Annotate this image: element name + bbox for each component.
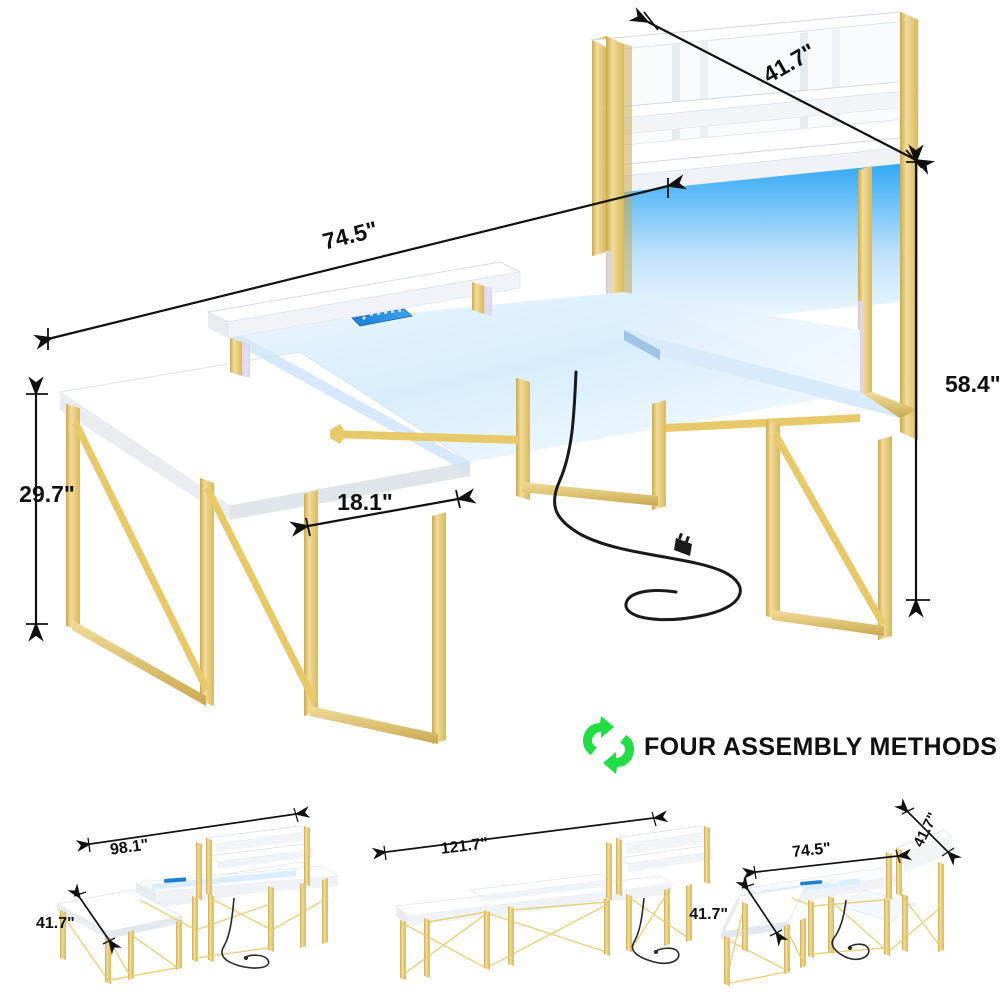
dimtick-hutch-left: [643, 11, 659, 31]
dimline-hutch-width: [628, 7, 936, 175]
left-return-left-edge: [60, 392, 230, 520]
v1-riser-left: [143, 879, 152, 885]
main-product-render: 41.7" 74.5" 58.4" 29.7" 18.1": [19, 7, 1000, 744]
riser-leg-right: [472, 282, 484, 314]
v2-dimension-lines: [371, 810, 669, 861]
v3-power-cord: [831, 899, 870, 961]
v1-hutch-post-right: [304, 826, 310, 886]
brace-right-a: [772, 432, 886, 626]
recycle-arrows-icon: [583, 716, 634, 774]
v2-hutch-post-rear: [606, 842, 612, 900]
dimtick-rd-left: [305, 517, 311, 537]
v3-hutch-post-right: [938, 862, 944, 908]
dimline-return-depth: [289, 488, 477, 537]
v1-power-outlet[interactable]: [164, 877, 187, 883]
v2-dimension-label-length: 121.7": [440, 835, 489, 858]
v2-legs: [400, 884, 692, 980]
dimension-label-return-height: 29.7": [19, 481, 75, 507]
v1-dimension-lines: [67, 806, 311, 955]
assembly-variant-1: 98.1" 41.7": [36, 806, 340, 984]
v2-hutch-post-left: [616, 838, 622, 896]
v1-desk-side: [136, 882, 156, 902]
v2-desk-side: [396, 906, 408, 926]
hutch-frame-bottom-rail: [858, 392, 918, 418]
dimtick-rd-right: [455, 489, 461, 509]
v1-hutch-post-left: [206, 838, 212, 896]
v1-hutch-post-rear: [196, 842, 202, 900]
v1-led-glow: [152, 870, 296, 890]
leg-left-front: [200, 478, 214, 706]
v3-legs: [724, 894, 944, 986]
assembly-variant-2: 121.7": [371, 810, 713, 980]
brace-left-a: [72, 420, 210, 692]
v1-dimension-label-depth: 41.7": [36, 915, 75, 932]
hutch-post-left-rear: [592, 36, 606, 256]
v3-braces: [725, 897, 941, 985]
dimline-desk-length: [33, 174, 687, 350]
rail-center-bottom: [522, 482, 658, 506]
riser-leg-left: [230, 338, 242, 376]
brace-mid-a: [204, 486, 318, 704]
v3-plug-icon: [848, 946, 852, 950]
dimension-label-return-depth: 18.1": [337, 489, 393, 515]
v3-dimension-label-depth: 41.7": [689, 906, 728, 923]
v2-power-cord: [631, 897, 680, 965]
v3-power-outlet[interactable]: [800, 880, 823, 886]
leg-center-left: [516, 378, 530, 500]
leg-left-rear: [66, 404, 80, 630]
rail-right-bottom: [772, 610, 884, 636]
stretcher-horizontal-left: [330, 430, 520, 444]
v3-hutch-post-left: [896, 848, 902, 896]
leg-right-front: [766, 420, 780, 620]
leg-mid-front: [304, 490, 318, 716]
rail-left-bottom: [72, 620, 206, 706]
v1-dimension-label-length: 98.1": [109, 836, 150, 858]
banner-label: FOUR ASSEMBLY METHODS: [644, 733, 997, 761]
desk-frame-legs: [66, 378, 892, 744]
v2-braces: [403, 891, 689, 975]
v3-hutch-post-rear: [886, 852, 892, 900]
power-cord: [553, 370, 742, 622]
dimension-label-desk-length: 74.5": [320, 216, 380, 255]
v3-right-wing: [839, 889, 917, 923]
leg-right-return: [432, 512, 446, 744]
riser-leg-right-glow: [484, 286, 492, 316]
stretcher-horizontal-right: [666, 414, 860, 432]
assembly-variant-3: 41.7" 74.5" 41.7": [689, 798, 962, 986]
v3-dimension-label-length: 74.5": [791, 840, 831, 861]
v1-legs: [60, 878, 328, 984]
v3-riser-right: [830, 878, 838, 884]
led-back-panel: [624, 162, 918, 330]
v3-dimension-lines: [735, 798, 962, 947]
stretcher-tip-left2: [330, 432, 344, 444]
v1-hutch-shelf-edge: [218, 850, 312, 869]
leg-center-right: [652, 400, 666, 510]
v2-hutch-post-right: [704, 826, 710, 884]
v3-return-left-edge: [721, 896, 739, 939]
leg-right-rear: [878, 436, 892, 640]
riser-leg-left-glow: [242, 342, 250, 378]
v2-plug-icon: [654, 950, 658, 954]
four-assembly-methods-banner: FOUR ASSEMBLY METHODS: [583, 716, 997, 774]
v1-power-cord: [221, 897, 270, 969]
v1-return-front-edge: [108, 916, 182, 939]
right-desktop-face: [624, 330, 900, 418]
v2-hutch-shelf-edge: [628, 852, 712, 872]
v2-riser-edge: [480, 880, 610, 902]
v1-plug-icon: [244, 956, 248, 960]
dimension-lines-main: [26, 7, 936, 642]
rail-front-bottom: [310, 706, 438, 744]
power-plug-icon: [674, 532, 692, 556]
dimension-label-total-height: 58.4": [945, 371, 1000, 397]
